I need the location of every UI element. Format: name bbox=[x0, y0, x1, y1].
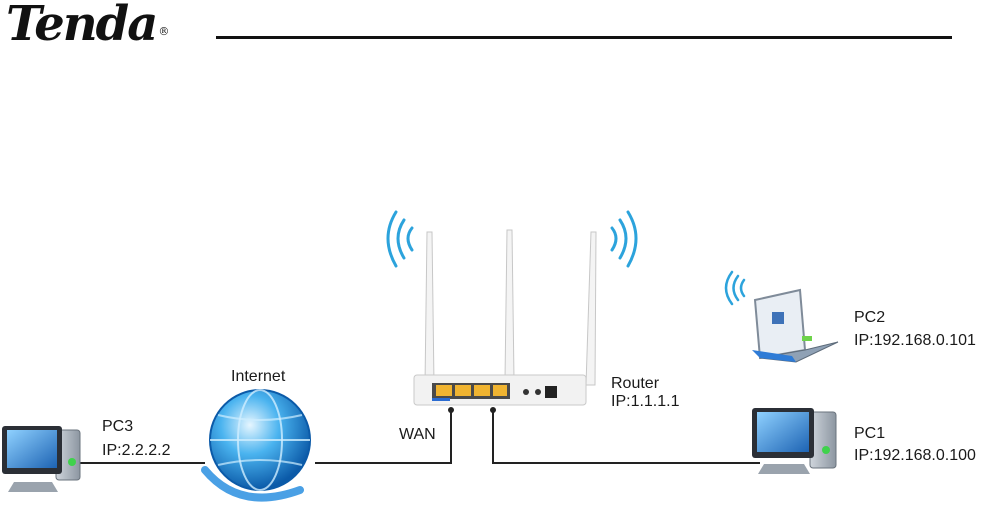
lan-port-dot bbox=[490, 407, 496, 413]
router-lan-pc1-line bbox=[493, 410, 760, 463]
internet-label: Internet bbox=[231, 367, 285, 387]
pc1-desktop-icon bbox=[752, 408, 836, 474]
pc3-name-label: PC3 bbox=[102, 417, 133, 437]
pc1-ip-label: IP:192.168.0.100 bbox=[854, 446, 976, 466]
router-name-label: Router bbox=[611, 374, 659, 394]
pc3-ip-label: IP:2.2.2.2 bbox=[102, 441, 171, 461]
pc2-wifi-icon bbox=[726, 272, 744, 304]
pc2-laptop-icon bbox=[752, 290, 838, 362]
wan-label: WAN bbox=[399, 425, 436, 445]
wan-port-dot bbox=[448, 407, 454, 413]
pc2-ip-label: IP:192.168.0.101 bbox=[854, 331, 976, 351]
internet-globe-icon bbox=[205, 390, 310, 498]
pc1-name-label: PC1 bbox=[854, 424, 885, 444]
router-ip-label: IP:1.1.1.1 bbox=[611, 392, 680, 412]
pc2-name-label: PC2 bbox=[854, 308, 885, 328]
pc3-desktop-icon bbox=[2, 426, 80, 492]
router-icon bbox=[414, 230, 596, 405]
